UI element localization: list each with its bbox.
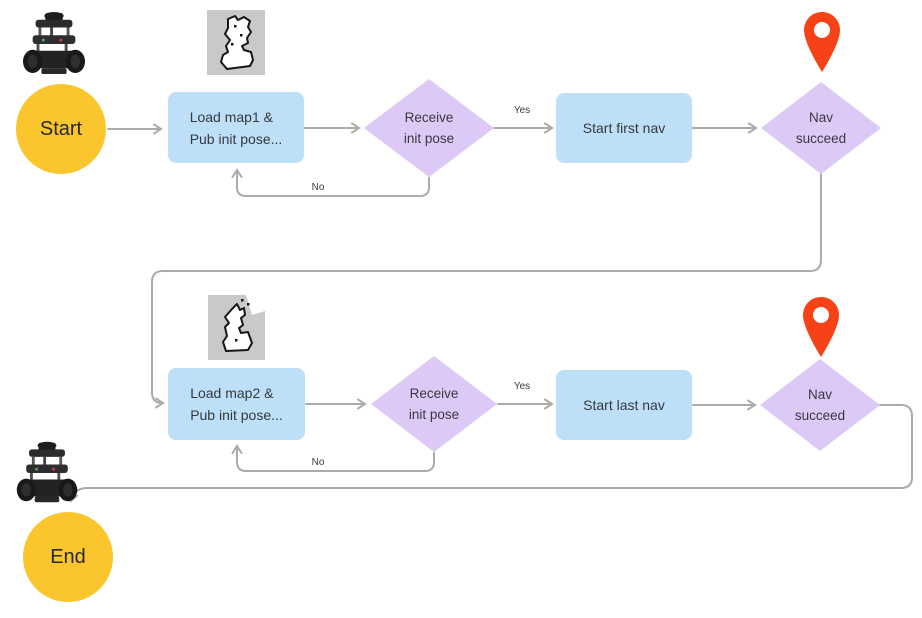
- load-map2-node: Load map2 & Pub init pose...: [168, 368, 305, 440]
- location-pin-icon: [800, 11, 844, 73]
- no-label-1: No: [311, 182, 325, 193]
- load-map1-text: Load map1 & Pub init pose...: [189, 108, 283, 147]
- start-node: Start: [16, 84, 106, 174]
- map2-image: [208, 295, 265, 360]
- location-pin-icon: [799, 296, 843, 358]
- edge-navsucceed2-to-end: [67, 404, 913, 503]
- start-last-nav-node: Start last nav: [556, 370, 692, 440]
- start-label: Start: [39, 117, 83, 140]
- nav-succeed-2-text: Nav succeed: [794, 387, 846, 423]
- end-node: End: [23, 512, 113, 602]
- load-map1-node: Load map1 & Pub init pose...: [168, 92, 304, 163]
- receive-init-pose-2-text: Receive init pose: [408, 386, 460, 422]
- receive-init-pose-1-text: Receive init pose: [403, 110, 455, 146]
- edge-receive2-no-loop: [231, 444, 435, 472]
- yes-label-2: Yes: [513, 381, 531, 392]
- yes-label-1: Yes: [513, 105, 531, 116]
- robot-icon: [22, 7, 86, 79]
- load-map2-text: Load map2 & Pub init pose...: [190, 385, 283, 423]
- edge-receive1-no-loop: [231, 168, 430, 197]
- edge-navsucceed1-to-loadmap2: [151, 173, 822, 409]
- end-label: End: [50, 545, 86, 568]
- robot-icon: [15, 438, 79, 506]
- no-label-2: No: [311, 457, 325, 468]
- start-first-nav-node: Start first nav: [556, 93, 692, 163]
- map1-image: [207, 10, 265, 75]
- nav-succeed-1-text: Nav succeed: [795, 110, 847, 146]
